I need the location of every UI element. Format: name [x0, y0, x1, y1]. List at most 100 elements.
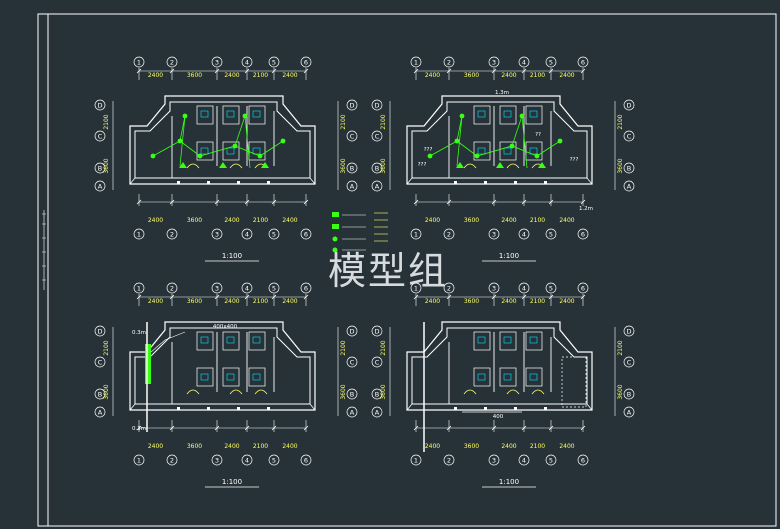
right-dimension-label: 3600: [617, 384, 624, 399]
door-swing: [229, 163, 243, 169]
grid-label-top: 3: [492, 285, 496, 293]
grid-bubble-top: [133, 282, 145, 294]
toilet-stall: [248, 331, 266, 351]
scale-caption: 1:100: [499, 478, 519, 486]
bottom-dim-slash: [303, 199, 309, 205]
light-fixture-symbol: [534, 153, 540, 159]
grid-label-bottom: 1: [414, 457, 418, 465]
top-dim-slash: [169, 294, 175, 300]
bottom-dim-slash: [446, 199, 452, 205]
grid-bubble-side: [623, 356, 635, 368]
grid-label-side: C: [375, 133, 380, 141]
toilet-fixture: [226, 336, 235, 344]
column-marker: [514, 181, 517, 184]
legend-light-symbol: [332, 236, 338, 242]
plan-note: ??: [535, 132, 541, 138]
grid-label-side: B: [350, 165, 354, 173]
top-dimension-label: 2100: [530, 72, 545, 79]
grid-bubble-side: [94, 180, 106, 192]
column-marker: [207, 407, 210, 410]
toilet-stall: [196, 105, 214, 125]
building-inner-wall: [134, 327, 311, 405]
bottom-dimension-label: 3600: [464, 217, 479, 224]
grid-label-bottom: 4: [522, 457, 526, 465]
scale-caption: 1:100: [222, 478, 242, 486]
top-dim-slash: [580, 294, 586, 300]
grid-label-side: C: [350, 133, 355, 141]
grid-label-bottom: 1: [414, 231, 418, 239]
column-marker: [177, 407, 180, 410]
door-swing: [254, 389, 268, 395]
door-swing: [186, 389, 200, 395]
grid-label-bottom: 2: [447, 457, 451, 465]
door-swing: [186, 163, 200, 169]
grid-label-bottom: 5: [549, 231, 553, 239]
top-dimension-label: 2400: [425, 72, 440, 79]
plan-note: ???: [424, 147, 433, 153]
leader-line: [150, 331, 186, 353]
building-outer-wall: [406, 95, 593, 185]
toilet-stall: [525, 105, 543, 125]
top-dimension-label: 3600: [464, 72, 479, 79]
grid-label-top: 2: [447, 59, 451, 67]
toilet-fixture: [503, 147, 512, 155]
toilet-fixture: [503, 110, 512, 118]
grid-bubble-bottom: [133, 454, 145, 466]
top-dim-slash: [303, 294, 309, 300]
bottom-dim-slash: [214, 199, 220, 205]
grid-label-side: B: [98, 165, 102, 173]
column-marker: [454, 407, 457, 410]
light-fixture-symbol: [232, 143, 238, 149]
grid-bubble-top: [268, 56, 280, 68]
bottom-dim-slash: [580, 425, 586, 431]
light-fixture-symbol: [474, 153, 480, 159]
top-dim-slash: [580, 68, 586, 74]
light-fixture-symbol: [257, 153, 263, 159]
grid-label-top: 6: [304, 59, 308, 67]
grid-bubble-bottom: [488, 454, 500, 466]
building-inner-wall: [411, 101, 588, 179]
grid-label-top: 2: [170, 285, 174, 293]
corner-line: [586, 177, 593, 185]
top-dim-slash: [548, 294, 554, 300]
toilet-stall: [196, 331, 214, 351]
toilet-fixture: [529, 110, 538, 118]
top-dim-slash: [446, 68, 452, 74]
grid-label-bottom: 3: [215, 457, 219, 465]
bottom-dim-slash: [521, 199, 527, 205]
bottom-dim-slash: [136, 199, 142, 205]
grid-bubble-side: [371, 325, 383, 337]
grid-bubble-side: [346, 356, 358, 368]
grid-label-side: C: [627, 359, 632, 367]
drawing-frame-outer: [37, 13, 777, 527]
switch-symbol: [496, 162, 504, 168]
grid-bubble-bottom: [133, 228, 145, 240]
toilet-stall: [248, 141, 266, 161]
grid-bubble-side: [371, 406, 383, 418]
bottom-dimension-label: 2400: [501, 443, 516, 450]
bottom-dim-slash: [169, 425, 175, 431]
grid-bubble-top: [166, 56, 178, 68]
corner-line: [406, 177, 413, 185]
grid-bubble-bottom: [166, 454, 178, 466]
grid-label-bottom: 1: [137, 457, 141, 465]
grid-label-side: D: [349, 102, 354, 110]
light-fixture-symbol: [459, 113, 465, 119]
grid-label-side: B: [627, 165, 631, 173]
corner-line: [129, 177, 136, 185]
grid-label-top: 3: [215, 59, 219, 67]
grid-label-side: A: [627, 409, 632, 417]
grid-bubble-side: [346, 406, 358, 418]
left-dimension-label: 3600: [103, 158, 110, 173]
toilet-fixture: [503, 373, 512, 381]
grid-bubble-top: [518, 56, 530, 68]
grid-bubble-side: [346, 99, 358, 111]
toilet-fixture: [200, 147, 209, 155]
toilet-fixture: [252, 373, 261, 381]
top-dimension-label: 2100: [253, 298, 268, 305]
grid-bubble-bottom: [577, 228, 589, 240]
